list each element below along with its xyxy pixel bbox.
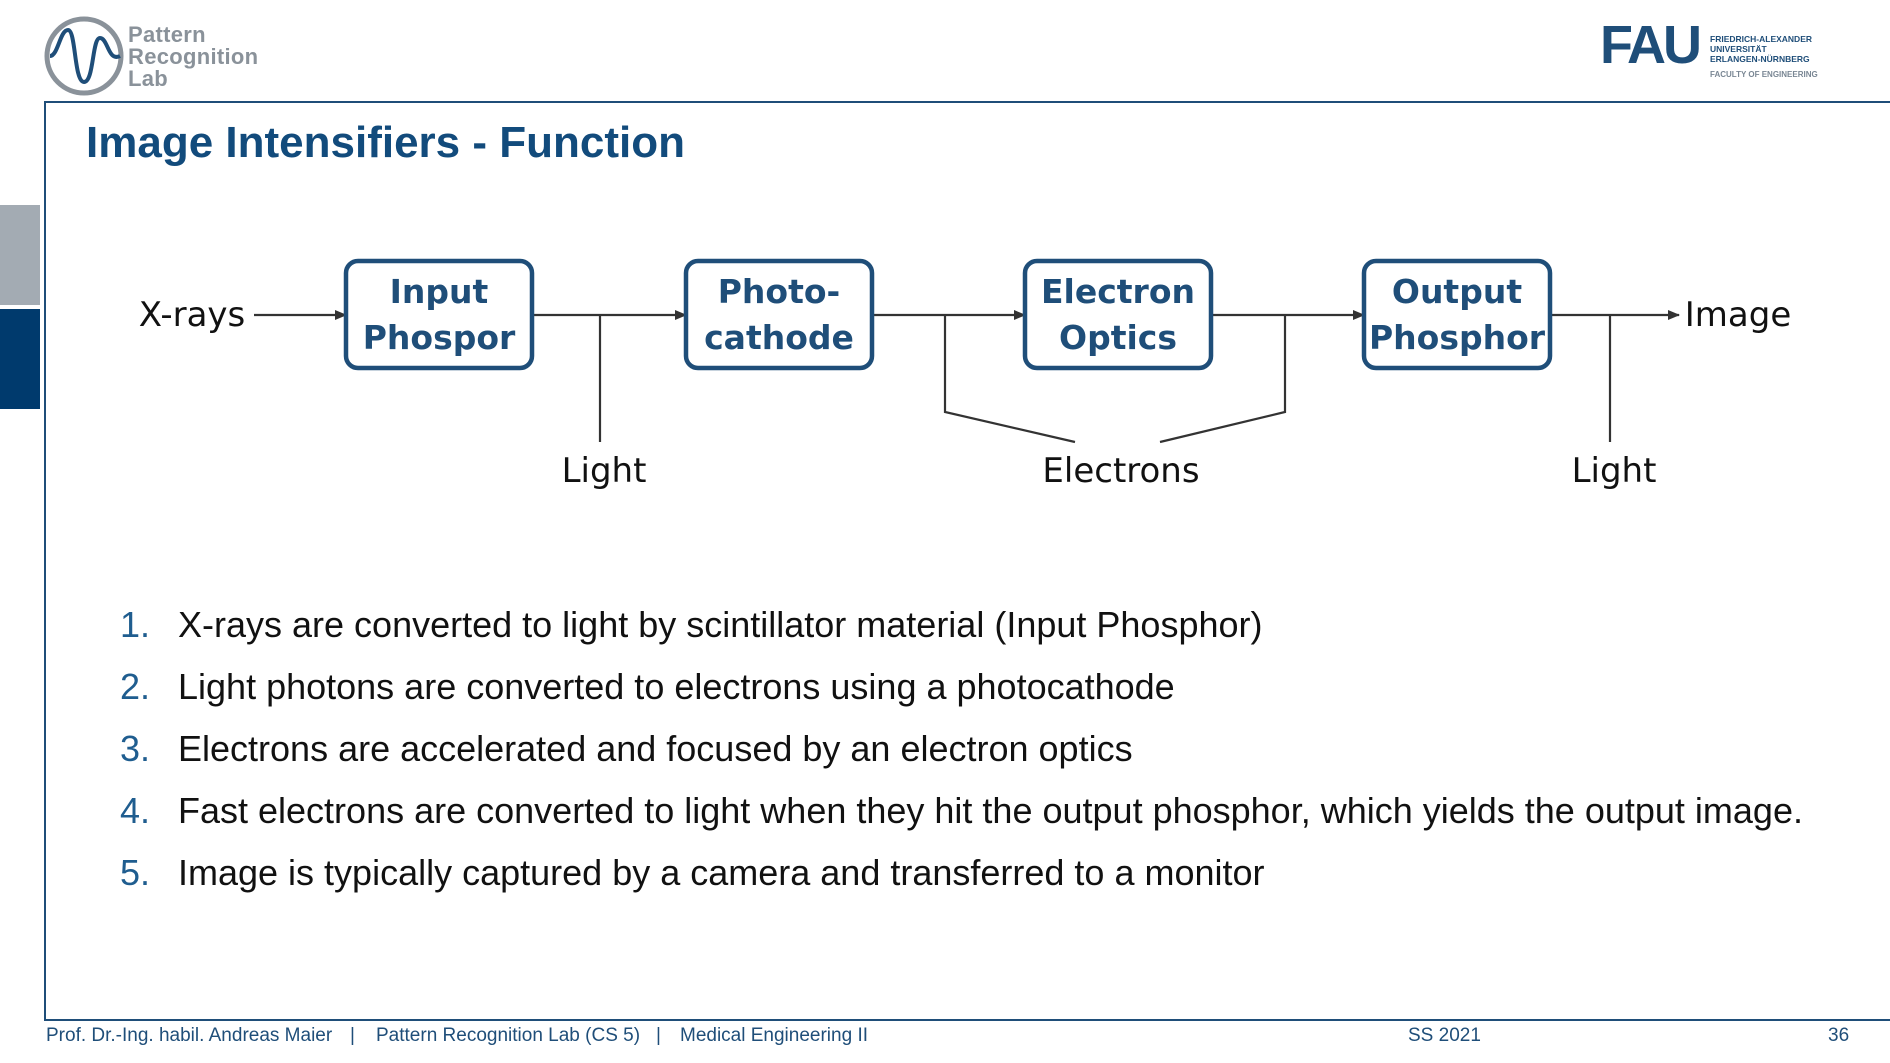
list-number: 2. — [120, 666, 151, 707]
electrons-label: Electrons — [1042, 451, 1199, 491]
frame-top-rule — [44, 101, 1890, 103]
list-number: 3. — [120, 728, 151, 769]
steps-list: 1. X-rays are converted to light by scin… — [120, 600, 1820, 910]
fau-logo: FAU FRIEDRICH-ALEXANDER UNIVERSITÄT ERLA… — [1600, 18, 1840, 84]
list-number: 5. — [120, 852, 151, 893]
electrons-tap-line-left — [943, 315, 1076, 444]
electrons-tap-line-right — [1159, 315, 1287, 444]
footer-separator: | — [350, 1025, 355, 1046]
list-text: Image is typically captured by a camera … — [178, 852, 1265, 893]
box-label: Phospor — [363, 318, 516, 357]
frame-bottom-rule — [44, 1019, 1890, 1021]
list-item: 4. Fast electrons are converted to light… — [120, 786, 1820, 836]
box-label: Electron — [1041, 272, 1195, 311]
box-input-phospor: Input Phospor — [343, 258, 535, 371]
footer-semester: SS 2021 — [1408, 1025, 1481, 1046]
footer-lab: Pattern Recognition Lab (CS 5) — [376, 1025, 641, 1046]
lab-logo-icon — [44, 16, 124, 96]
box-label: Optics — [1059, 318, 1177, 357]
box-label: Phosphor — [1369, 318, 1546, 357]
light-label-2: Light — [1572, 451, 1657, 491]
list-number: 4. — [120, 790, 151, 831]
lab-logo-line: Pattern — [128, 22, 206, 47]
box-photocathode-frame — [683, 258, 875, 371]
list-item: 1. X-rays are converted to light by scin… — [120, 600, 1820, 650]
fau-logo-letters: FAU — [1600, 15, 1702, 75]
fau-logo-line: FRIEDRICH-ALEXANDER — [1710, 34, 1812, 44]
box-photocathode: Photo- cathode — [683, 258, 875, 371]
side-tab-blue — [0, 309, 40, 409]
box-electron-optics: Electron Optics — [1022, 258, 1214, 371]
box-electron-optics-frame — [1022, 258, 1214, 371]
list-text: Light photons are converted to electrons… — [178, 666, 1175, 707]
fau-logo-line: UNIVERSITÄT — [1710, 44, 1767, 54]
list-item: 5. Image is typically captured by a came… — [120, 848, 1820, 898]
footer-separator: | — [656, 1025, 661, 1046]
fau-logo-line: ERLANGEN-NÜRNBERG — [1710, 54, 1810, 64]
side-tab-gray — [0, 205, 40, 305]
footer-course: Medical Engineering II — [680, 1025, 868, 1046]
image-label: Image — [1685, 295, 1791, 335]
fau-faculty-label: FACULTY OF ENGINEERING — [1710, 70, 1818, 79]
pattern-recognition-lab-logo: Pattern Recognition Lab — [44, 16, 284, 98]
list-item: 3. Electrons are accelerated and focused… — [120, 724, 1820, 774]
box-label: Photo- — [718, 272, 841, 311]
box-output-phosphor-frame — [1361, 258, 1553, 371]
box-output-phosphor: Output Phosphor — [1361, 258, 1553, 371]
frame-left-rule — [44, 101, 46, 1021]
lab-logo-line: Lab — [128, 66, 169, 91]
list-text: Fast electrons are converted to light wh… — [178, 790, 1803, 831]
box-input-phospor-frame — [343, 258, 535, 371]
lab-logo-line: Recognition — [128, 44, 259, 69]
light-label-1: Light — [562, 451, 647, 491]
list-text: X-rays are converted to light by scintil… — [178, 604, 1263, 645]
slide-title: Image Intensifiers - Function — [86, 118, 685, 167]
list-text: Electrons are accelerated and focused by… — [178, 728, 1133, 769]
xrays-label: X-rays — [139, 295, 246, 335]
footer-author: Prof. Dr.-Ing. habil. Andreas Maier — [46, 1025, 333, 1046]
list-item: 2. Light photons are converted to electr… — [120, 662, 1820, 712]
footer-page-number: 36 — [1828, 1025, 1850, 1046]
list-number: 1. — [120, 604, 151, 645]
box-label: Input — [390, 272, 489, 311]
box-label: cathode — [704, 318, 854, 357]
box-label: Output — [1392, 272, 1522, 311]
